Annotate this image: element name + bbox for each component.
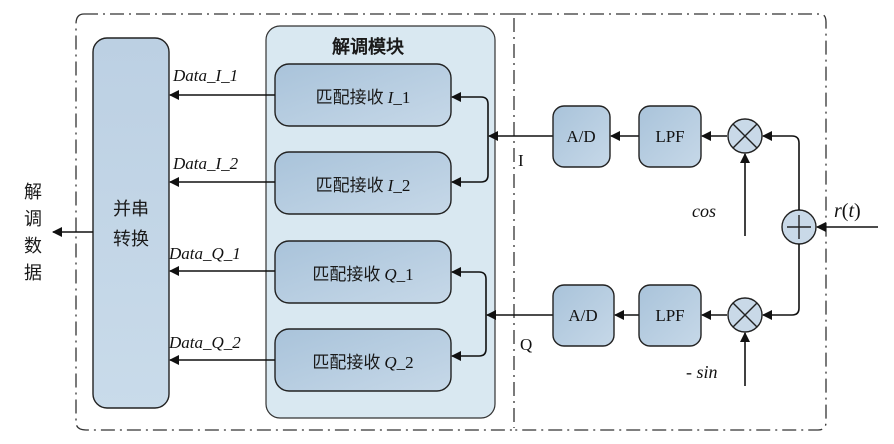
q-branch-label: Q (520, 335, 532, 354)
mixer-q-icon (727, 297, 763, 333)
adder-to-mixer-q (762, 244, 800, 320)
i-split-top (451, 92, 489, 138)
lpf-label-i: LPF (655, 127, 684, 146)
ps-label-line2: 转换 (113, 229, 149, 250)
sin-label: - sin (686, 362, 718, 382)
rf-boundary (512, 13, 827, 431)
adder-to-mixer-i (762, 131, 800, 210)
ad-label-q: A/D (568, 306, 597, 325)
parallel-serial-converter (92, 37, 170, 409)
ps-label-line1: 并串 (113, 199, 149, 220)
lpf-label-q: LPF (655, 306, 684, 325)
adder-icon (781, 209, 817, 245)
output-label-char: 数 (24, 236, 42, 257)
baseband-boundary (75, 13, 512, 431)
mixer-i-icon (727, 118, 763, 154)
cos-label: cos (692, 201, 716, 221)
data-q2-label: Data_Q_2 (168, 333, 241, 352)
data-q1-label: Data_Q_1 (168, 244, 241, 263)
demod-module-title: 解调模块 (332, 36, 405, 58)
q-split-bottom (451, 314, 487, 361)
rt-label: r(t) (834, 200, 861, 222)
output-label-char: 据 (24, 263, 42, 284)
output-label-char: 调 (24, 209, 42, 230)
i-branch-label: I (518, 151, 524, 170)
ad-label-i: A/D (566, 127, 595, 146)
data-i2-label: Data_I_2 (172, 154, 239, 173)
data-i1-label: Data_I_1 (172, 66, 238, 85)
output-label-char: 解 (24, 182, 42, 203)
q-split-top (451, 267, 487, 314)
i-split-bottom (451, 138, 489, 187)
